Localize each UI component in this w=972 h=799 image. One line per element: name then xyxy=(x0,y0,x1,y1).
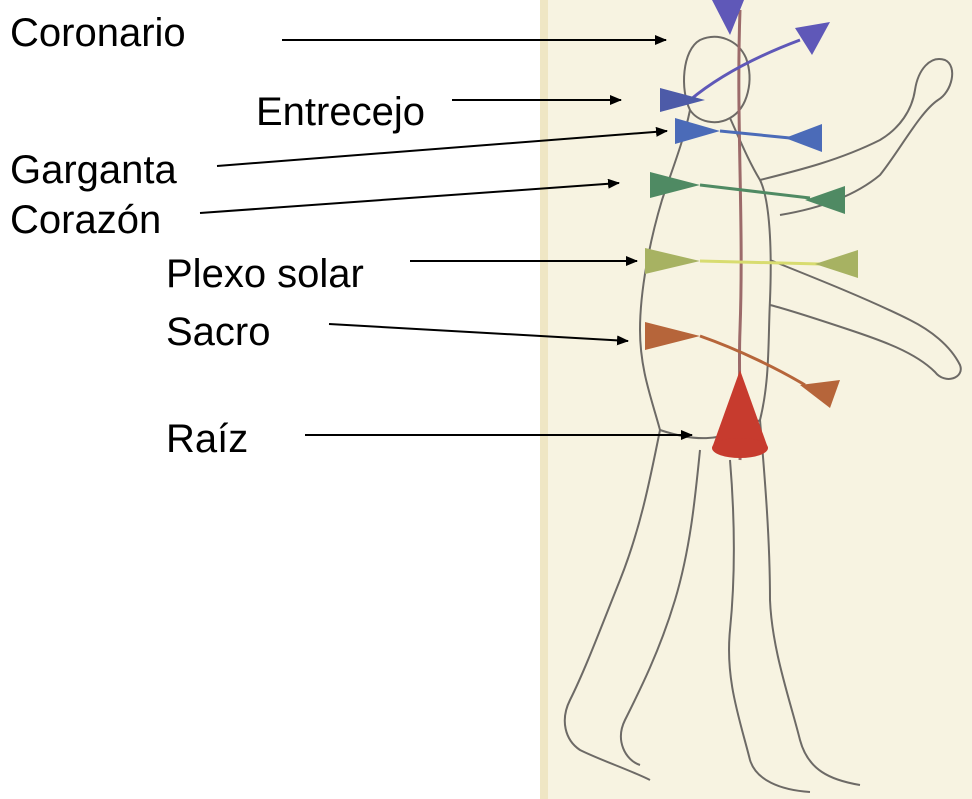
label-sacro: Sacro xyxy=(166,312,271,352)
label-corazon: Corazón xyxy=(10,200,161,240)
label-raiz: Raíz xyxy=(166,419,248,459)
label-plexo-solar: Plexo solar xyxy=(166,254,364,294)
label-entrecejo: Entrecejo xyxy=(256,92,425,132)
label-coronario: Coronario xyxy=(10,13,186,53)
paper-edge xyxy=(540,0,548,799)
label-garganta: Garganta xyxy=(10,150,177,190)
illustration-paper xyxy=(540,0,972,799)
